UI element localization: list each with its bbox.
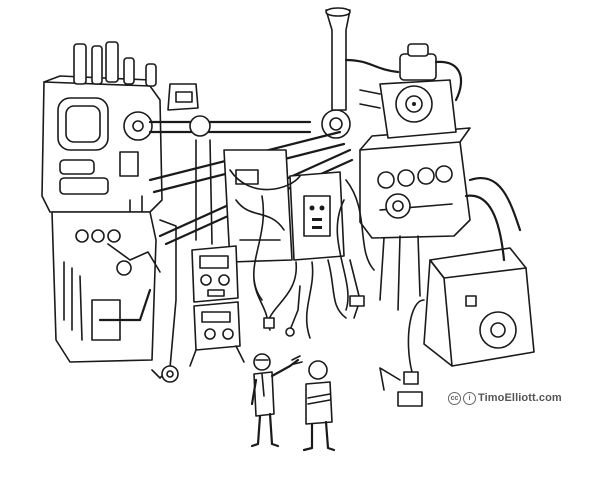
gauge-panel-upper — [191, 245, 239, 303]
person-left-pointing — [250, 353, 303, 448]
right-machine — [359, 127, 522, 311]
credit-watermark: cc i TimoElliott.com — [448, 390, 562, 406]
top-right-vessel — [344, 43, 463, 139]
person-right-arms-crossed — [302, 360, 336, 452]
chimney-pipes — [73, 41, 199, 111]
creative-commons-icon: cc — [448, 391, 461, 405]
middle-control-box — [267, 171, 347, 339]
attribution-icon: i — [463, 391, 476, 405]
credit-text[interactable]: TimoElliott.com — [478, 392, 562, 404]
exhaust-tube — [325, 7, 351, 111]
cables — [229, 169, 375, 337]
left-cabinet — [41, 75, 179, 383]
central-pipes — [148, 109, 354, 263]
large-box-right — [379, 247, 535, 407]
gauge-panel-lower — [189, 301, 245, 367]
